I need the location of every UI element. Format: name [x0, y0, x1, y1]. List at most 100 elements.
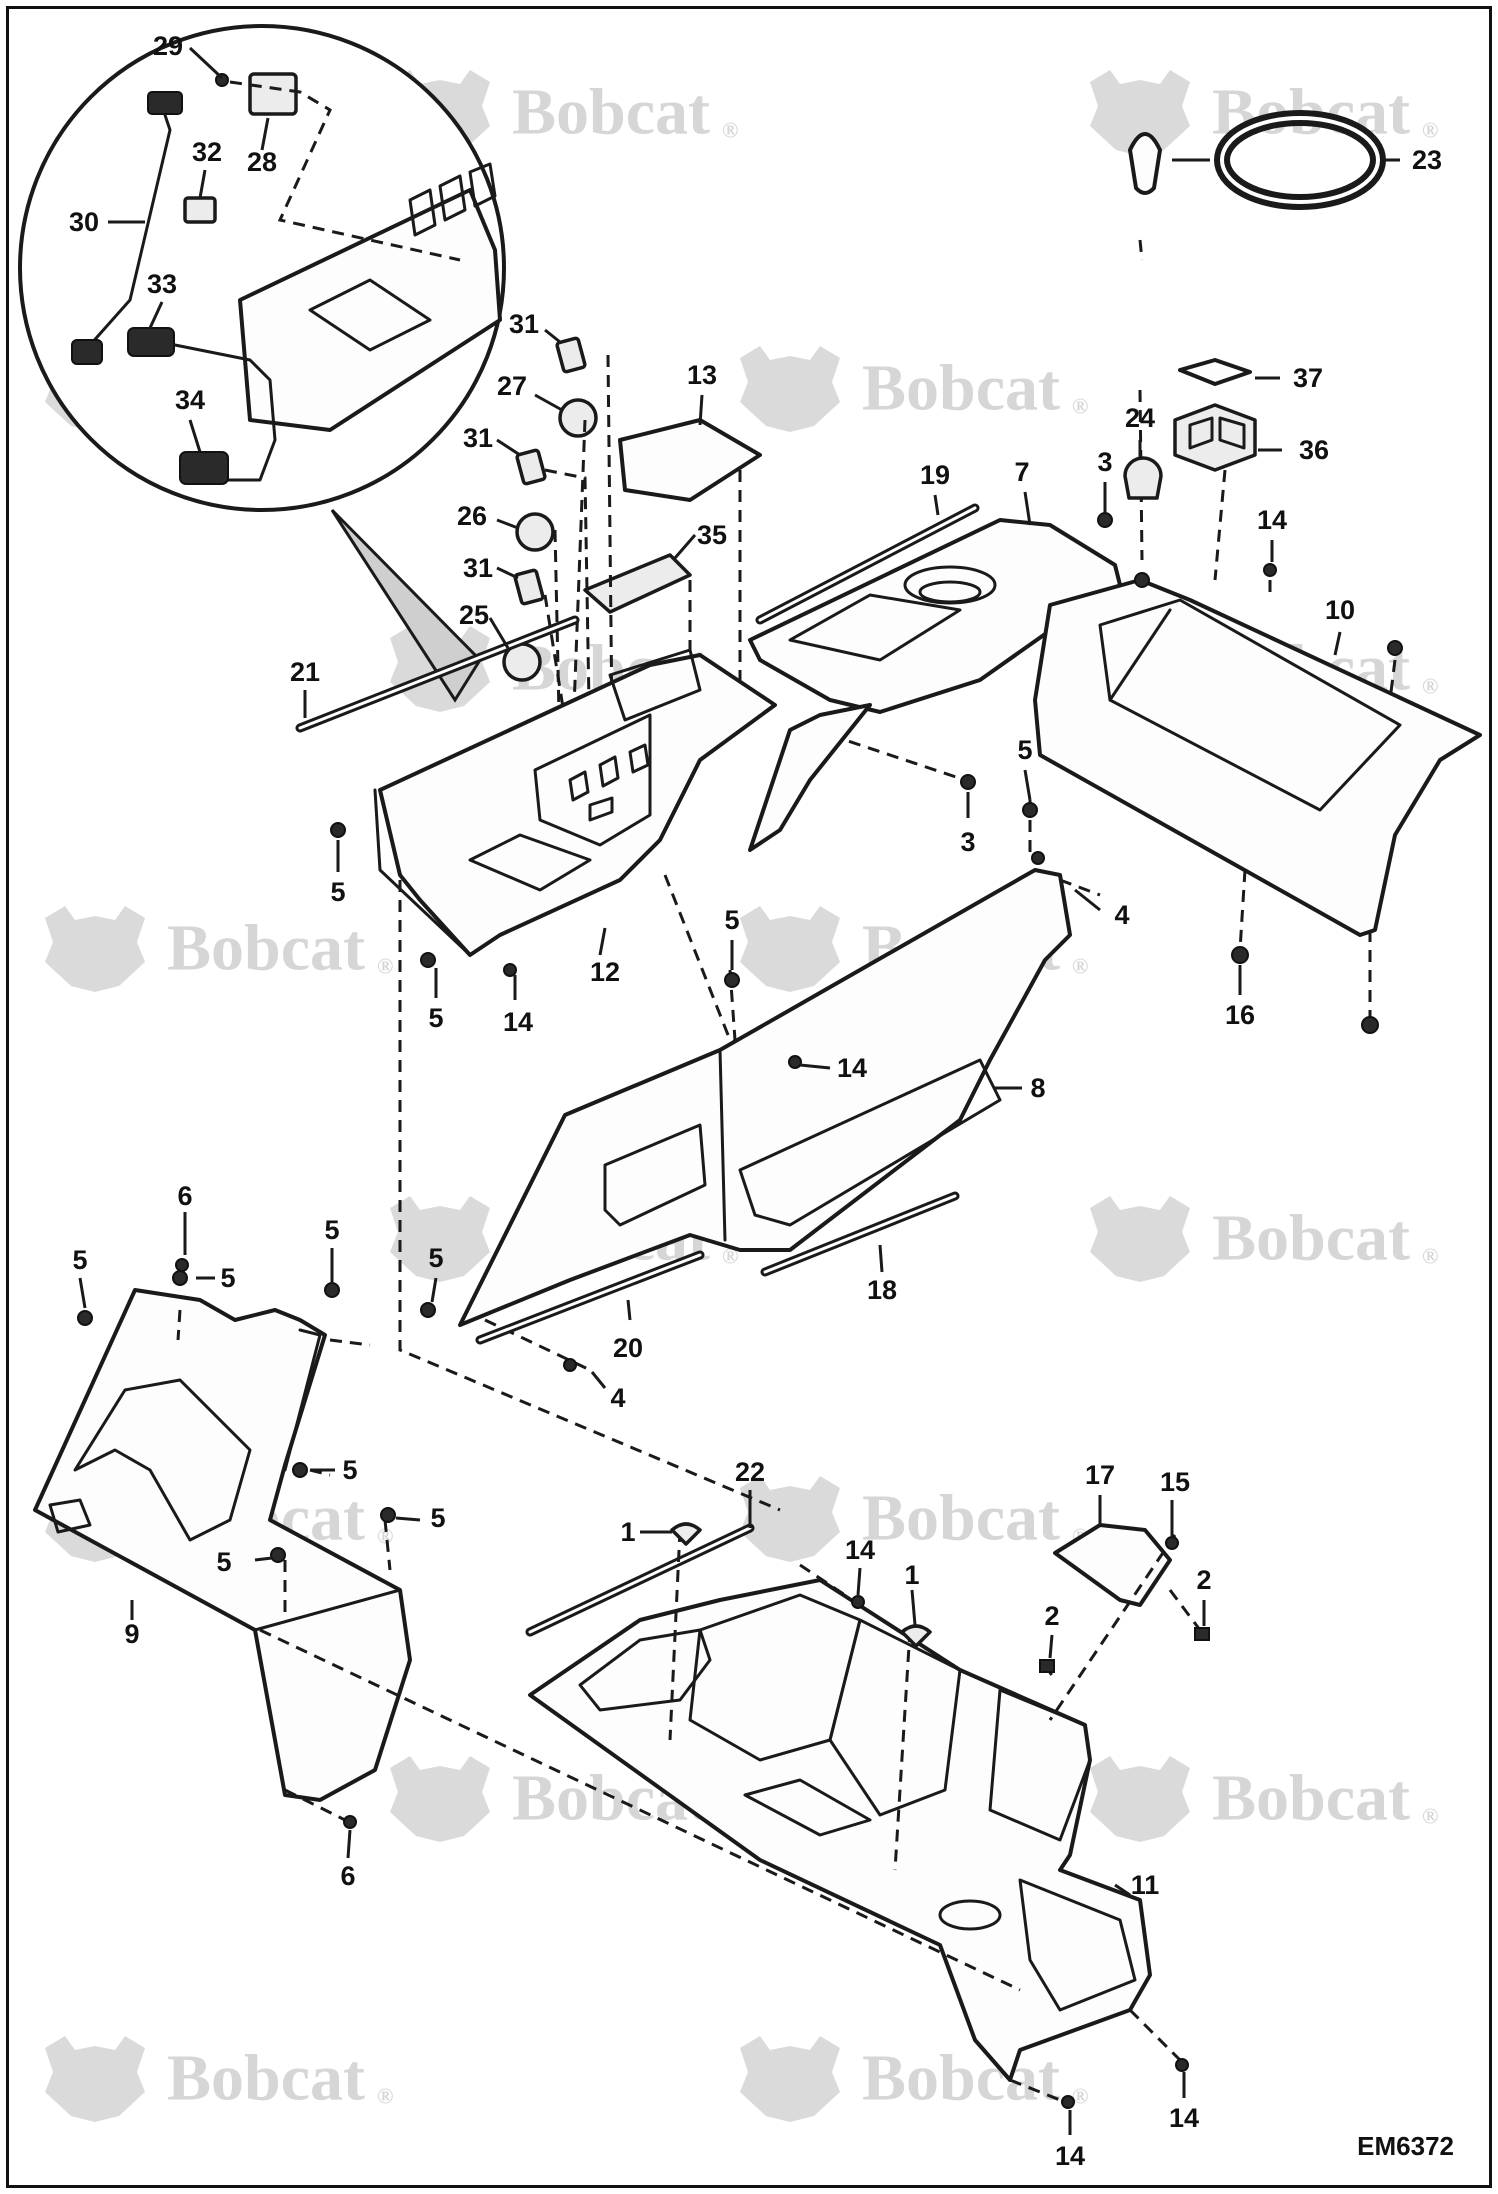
fastener-1b — [900, 1624, 932, 1648]
callout-20: 20 — [613, 1333, 643, 1363]
callout-1-left: 1 — [620, 1517, 635, 1547]
console-12-switch-holes — [568, 743, 650, 822]
callout-31-mid: 31 — [463, 423, 493, 453]
screw-14b — [503, 963, 517, 977]
callout-27: 27 — [497, 371, 527, 401]
screw-14d — [851, 1595, 865, 1609]
screw-14a — [1263, 563, 1277, 577]
panel-10-body — [1033, 578, 1482, 937]
watermark-mark: ® — [1422, 1804, 1438, 1829]
screw-14f — [1061, 2095, 1075, 2109]
callout-19: 19 — [920, 460, 950, 490]
nut-10-bottom — [1361, 1016, 1379, 1034]
knob-26 — [515, 512, 555, 552]
panel-8-cutout — [603, 1123, 707, 1227]
watermark-text: Bobcat — [167, 912, 365, 985]
callout-21: 21 — [290, 657, 320, 687]
watermark-12: Bobcat ® — [740, 1476, 1088, 1562]
leader-5a — [1023, 769, 1032, 801]
dashline-1b — [893, 1629, 912, 1871]
leader-4b — [590, 1371, 607, 1389]
dashline-36 — [1213, 469, 1227, 581]
screw-5g — [77, 1310, 93, 1326]
leader-7 — [1023, 491, 1032, 526]
leader-5k — [254, 1556, 273, 1562]
detail-dashed-path — [229, 80, 461, 262]
dashline-5f — [176, 1309, 182, 1341]
callout-14-p11: 14 — [845, 1535, 875, 1565]
callout-15: 15 — [1160, 1467, 1190, 1497]
callout-34: 34 — [175, 385, 205, 415]
watermark-text: Bobcat — [862, 2042, 1060, 2115]
panel-8-pocket — [738, 1058, 1002, 1227]
connector-34 — [179, 451, 229, 485]
leader-31a — [544, 328, 561, 344]
callout-22: 22 — [735, 1457, 765, 1487]
screw-5j — [380, 1507, 396, 1523]
bobcat-logo-icon — [390, 1196, 490, 1282]
callout-5-right: 5 — [1017, 735, 1032, 765]
panel-8-fold — [718, 1048, 727, 1242]
diagram-border — [6, 6, 1492, 2188]
strip-19-highlight — [758, 506, 977, 622]
screw-5e — [420, 1302, 436, 1318]
dashline-9-11 — [259, 1628, 1021, 1992]
dashline-10-screw — [1388, 659, 1397, 701]
callout-18: 18 — [867, 1275, 897, 1305]
dashline-24 — [1138, 239, 1144, 261]
callout-32: 32 — [192, 137, 222, 167]
leader-26 — [496, 518, 519, 530]
screw-5c — [420, 952, 436, 968]
callout-5-left: 5 — [330, 877, 345, 907]
drawing-code: EM6372 — [1357, 2131, 1454, 2161]
watermark-mark: ® — [1422, 674, 1438, 699]
watermark-mark: ® — [377, 2084, 393, 2109]
leader-10 — [1333, 631, 1342, 656]
callout-35: 35 — [697, 520, 727, 550]
callout-31-low: 31 — [463, 553, 493, 583]
panel-8-body — [458, 868, 1072, 1327]
callout-30: 30 — [69, 207, 99, 237]
callout-14-left: 14 — [503, 1007, 533, 1037]
callout-8: 8 — [1030, 1073, 1045, 1103]
watermark-15: Bobcat ® — [45, 2036, 393, 2122]
callout-33: 33 — [147, 269, 177, 299]
detail-panel-opening — [308, 278, 432, 352]
watermark-7: Bobcat ® — [45, 906, 393, 992]
dashline-31b — [544, 468, 592, 761]
dashline-1a — [668, 1529, 682, 1741]
callout-2-right: 2 — [1196, 1565, 1211, 1595]
callout-16: 16 — [1225, 1000, 1255, 1030]
screw-15 — [1165, 1536, 1179, 1550]
bobcat-logo-icon — [740, 906, 840, 992]
dashline-5h — [329, 1338, 371, 1347]
leader-29 — [188, 46, 224, 80]
bobcat-logo-icon — [390, 1756, 490, 1842]
callout-25: 25 — [459, 600, 489, 630]
leader-2b — [1048, 1634, 1054, 1659]
watermark-text: Bobcat — [862, 352, 1060, 425]
trim-clip — [1128, 132, 1162, 195]
dashline-14d — [799, 1563, 846, 1597]
callout-5-p9c: 5 — [324, 1215, 339, 1245]
panel-9-slot — [48, 1498, 92, 1534]
watermark-mark: ® — [722, 118, 738, 143]
dashline-3b — [829, 733, 966, 782]
screw-5d — [724, 972, 740, 988]
detail-view-wiring — [18, 24, 506, 703]
leader-12 — [598, 927, 607, 956]
callout-5-p9e: 5 — [430, 1503, 445, 1533]
callout-5-center: 5 — [724, 905, 739, 935]
panel-11-cupholder — [938, 1899, 1002, 1931]
part-23-trim — [1128, 110, 1386, 210]
console-12-flange — [373, 788, 472, 957]
bobcat-logo-icon — [740, 2036, 840, 2122]
callout-13: 13 — [687, 360, 717, 390]
panel-11-slot — [743, 1778, 872, 1837]
dashline-16 — [1238, 869, 1247, 951]
knob-27 — [558, 398, 598, 438]
callout-36: 36 — [1299, 435, 1329, 465]
leader-31c — [496, 566, 519, 580]
